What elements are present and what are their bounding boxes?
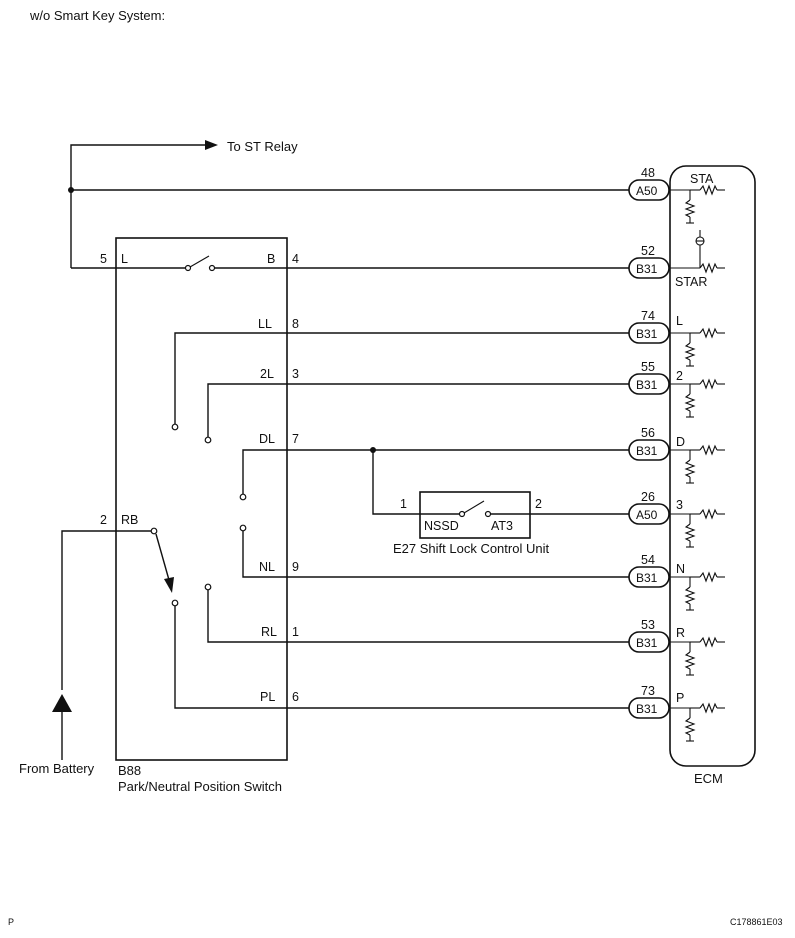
resistor-segment — [684, 717, 696, 736]
pin-26: 26 — [641, 490, 655, 504]
conn-b31-52: B31 — [636, 262, 658, 276]
switch-pin-labels: 5 L B 4 LL 8 2L 3 DL 7 2 RB NL 9 RL 1 PL… — [100, 252, 299, 704]
to-st-relay-label: To ST Relay — [227, 139, 298, 154]
term-2: 2 — [676, 369, 683, 383]
resistor-segment — [699, 571, 718, 583]
diagram-title: w/o Smart Key System: — [29, 8, 165, 23]
footer-page-code: P — [8, 917, 14, 927]
ecm-label: ECM — [694, 771, 723, 786]
pin-3-num: 3 — [292, 367, 299, 381]
pin-73: 73 — [641, 684, 655, 698]
pin-5-label: L — [121, 252, 128, 266]
conn-b31-74: B31 — [636, 327, 658, 341]
pin-54: 54 — [641, 553, 655, 567]
pin-53: 53 — [641, 618, 655, 632]
resistor-segment — [684, 459, 696, 478]
pin-4-label: B — [267, 252, 275, 266]
resistor-segment — [684, 651, 696, 670]
shift-lock-pin-1: 1 — [400, 497, 407, 511]
pin-9-label: NL — [259, 560, 275, 574]
pin-9-num: 9 — [292, 560, 299, 574]
pin-7-label: DL — [259, 432, 275, 446]
pin-4-num: 4 — [292, 252, 299, 266]
conn-a50-48: A50 — [636, 184, 658, 198]
ecm-box — [669, 165, 756, 767]
switch-internal-wiring — [61, 332, 629, 709]
switch-name: Park/Neutral Position Switch — [118, 779, 282, 794]
pin-56: 56 — [641, 426, 655, 440]
pin-2-label: RB — [121, 513, 138, 527]
term-r: R — [676, 626, 685, 640]
starter-contact-wire — [71, 255, 629, 272]
pin-2-num: 2 — [100, 513, 107, 527]
pin-5-num: 5 — [100, 252, 107, 266]
pin-6-num: 6 — [292, 690, 299, 704]
conn-a50-26: A50 — [636, 508, 658, 522]
resistor-segment — [684, 199, 696, 218]
resistor-segment — [699, 327, 718, 339]
pin-74: 74 — [641, 309, 655, 323]
shift-lock-term-nssd: NSSD — [424, 519, 459, 533]
park-neutral-switch-box — [115, 237, 288, 761]
pin-1-label: RL — [261, 625, 277, 639]
term-star: STAR — [675, 275, 707, 289]
resistor-segment — [684, 342, 696, 361]
term-l: L — [676, 314, 683, 328]
pin-52: 52 — [641, 244, 655, 258]
pin-55: 55 — [641, 360, 655, 374]
term-n: N — [676, 562, 685, 576]
pin-8-label: LL — [258, 317, 272, 331]
term-3: 3 — [676, 498, 683, 512]
resistor-segment — [684, 523, 696, 542]
pin-7-num: 7 — [292, 432, 299, 446]
battery-arrow-icon — [52, 694, 72, 712]
shift-lock-unit — [370, 447, 629, 539]
conn-b31-55: B31 — [636, 378, 658, 392]
resistor-segment — [684, 586, 696, 605]
resistor-segment — [699, 702, 718, 714]
term-p: P — [676, 691, 684, 705]
from-battery-label: From Battery — [19, 761, 95, 776]
shift-lock-name: E27 Shift Lock Control Unit — [393, 541, 549, 556]
resistor-segment — [699, 508, 718, 520]
conn-b31-56: B31 — [636, 444, 658, 458]
resistor-segment — [699, 378, 718, 390]
conn-b31-73: B31 — [636, 702, 658, 716]
conn-b31-54: B31 — [636, 571, 658, 585]
pin-8-num: 8 — [292, 317, 299, 331]
footer-figure-id: C178861E03 — [730, 917, 783, 927]
ecm-internal-resistors — [669, 184, 725, 742]
term-d: D — [676, 435, 685, 449]
term-sta: STA — [690, 172, 714, 186]
resistor-segment — [699, 444, 718, 456]
switch-code: B88 — [118, 763, 141, 778]
resistor-segment — [699, 184, 718, 196]
shift-lock-pin-2: 2 — [535, 497, 542, 511]
resistor-segment — [699, 262, 718, 274]
shift-lock-term-at3: AT3 — [491, 519, 513, 533]
pin-48: 48 — [641, 166, 655, 180]
st-relay-wire — [68, 140, 629, 268]
pin-1-num: 1 — [292, 625, 299, 639]
conn-b31-53: B31 — [636, 636, 658, 650]
pin-6-label: PL — [260, 690, 275, 704]
resistor-segment — [684, 393, 696, 412]
resistor-segment — [699, 636, 718, 648]
pin-3-label: 2L — [260, 367, 274, 381]
ecm-connections: A50 48 STA B31 52 STAR B31 74 L B31 55 2… — [628, 166, 725, 742]
